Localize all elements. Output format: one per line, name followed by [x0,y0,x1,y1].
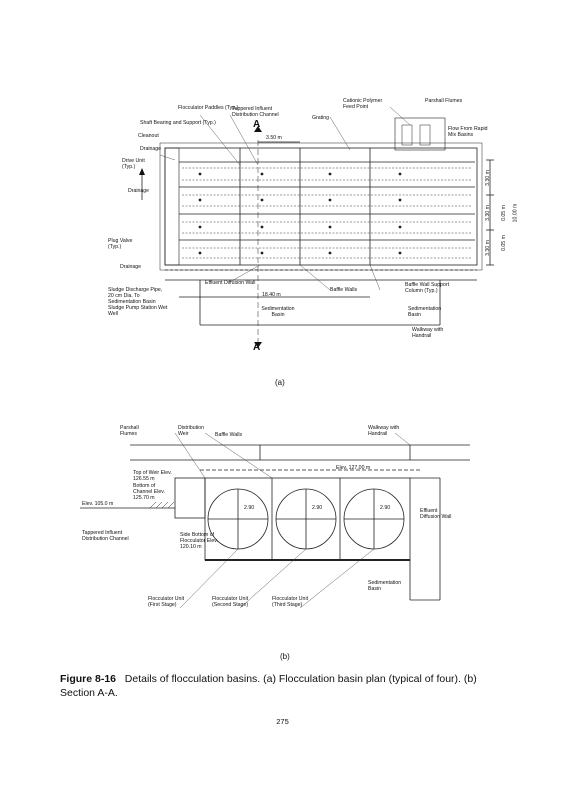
label-sec-effluent-diffusion: Effluent Diffusion Wall [420,508,452,520]
page-number: 275 [276,717,289,726]
label-tapered-influent: Tappered Influent Distribution Channel [232,106,279,118]
label-shaft-bearing: Shaft Bearing and Support (Typ.) [140,120,216,126]
label-baffle-walls: Baffle Walls [330,287,358,293]
label-cleanout: Cleanout [138,133,159,139]
dim-d5: 0.05 m [500,235,507,251]
dim-total: 10.00 m [512,203,519,223]
dim-width-top: 3.50 m [266,135,282,141]
north-arrow [139,168,145,175]
label-side-bottom: Side Bottom of Flocculator Elev. 120.10 … [180,532,218,550]
label-flocc-second: Flocculator Unit (Second Stage) [212,596,249,608]
label-elev-water: Elev. 127.00 m [336,465,371,471]
label-sec-parshall-flumes: Parshall Flumes [120,425,139,437]
plan-basin-outline [164,147,478,266]
label-baffle-wall-support: Baffle Wall Support Column (Typ.) [405,282,450,294]
dim-d4: 0.05 m [500,205,507,221]
caption-number: Figure 8-16 [60,673,117,685]
label-flocc-first: Flocculator Unit (First Stage) [148,596,185,608]
label-sec-baffle-walls: Baffle Walls [215,432,243,438]
label-sec-sedimentation-basin: Sedimentation Basin [368,580,402,592]
section-marker-bottom: A [253,342,261,353]
caption-text: Details of flocculation basins. (a) Floc… [60,673,477,699]
label-drive-unit: Drive Unit (Typ.) [122,158,145,170]
dim-d1: 3.30 m [484,170,491,186]
label-plug-valve: Plug Valve (Typ.) [108,238,133,250]
dim-d3: 3.30 m [484,240,491,256]
label-bottom-channel: Bottom of Channel Elev. 125.70 m [133,483,165,501]
label-sec-tapered-influent: Tappered Influent Distribution Channel [82,530,129,542]
subfigure-label-b: (b) [280,652,290,661]
label-effluent-diffusion: Effluent Diffusion Wall [205,280,256,286]
label-elev-ground: Elev. 105.0 m [82,501,114,507]
dim-paddle-c: 2.90 [380,505,391,511]
bearing-dots [198,172,402,255]
label-drainage-3: Drainage [120,264,142,270]
label-flocculator-paddles: Flocculator Paddles (Typ.) [178,105,239,111]
label-sludge-discharge: Sludge Discharge Pipe, 20 cm Dia. To Sed… [108,287,168,317]
dim-paddle-b: 2.90 [312,505,323,511]
label-parshall-flumes: Parshall Flumes [425,98,463,104]
label-sedimentation-basin-right: Sedimentation Basin [408,306,442,318]
label-sec-walkway: Walkway with Handrail [368,425,400,437]
label-distribution-weir: Distribution Weir [178,425,204,437]
figure-caption: Figure 8-16 Details of flocculation basi… [60,672,510,700]
section-arrow-bottom [254,342,262,348]
section-arrow-top [254,126,262,132]
dim-paddle-a: 2.90 [244,505,255,511]
label-flocc-third: Flocculator Unit (Third Stage) [272,596,309,608]
label-cationic-polymer: Cationic Polymer Feed Point [343,98,383,110]
label-sedimentation-basin: Sedimentation Basin [261,306,295,318]
section-drawing [80,444,470,601]
subfigure-label-a: (a) [275,378,285,387]
dim-length: 18.40 m [262,292,281,298]
label-drainage-2: Drainage [128,188,150,194]
dim-d2: 3.30 m [484,205,491,221]
label-drainage-1: Drainage [140,146,162,152]
label-flow-from: Flow From Rapid Mix Basins [448,126,488,138]
label-top-of-weir: Top of Weir Elev. 126.55 m [133,470,172,482]
paddle-shafts [182,167,472,259]
section-marker-top: A [253,119,261,130]
label-walkway: Walkway with Handrail [412,327,444,339]
label-grating: Grating [312,115,330,121]
